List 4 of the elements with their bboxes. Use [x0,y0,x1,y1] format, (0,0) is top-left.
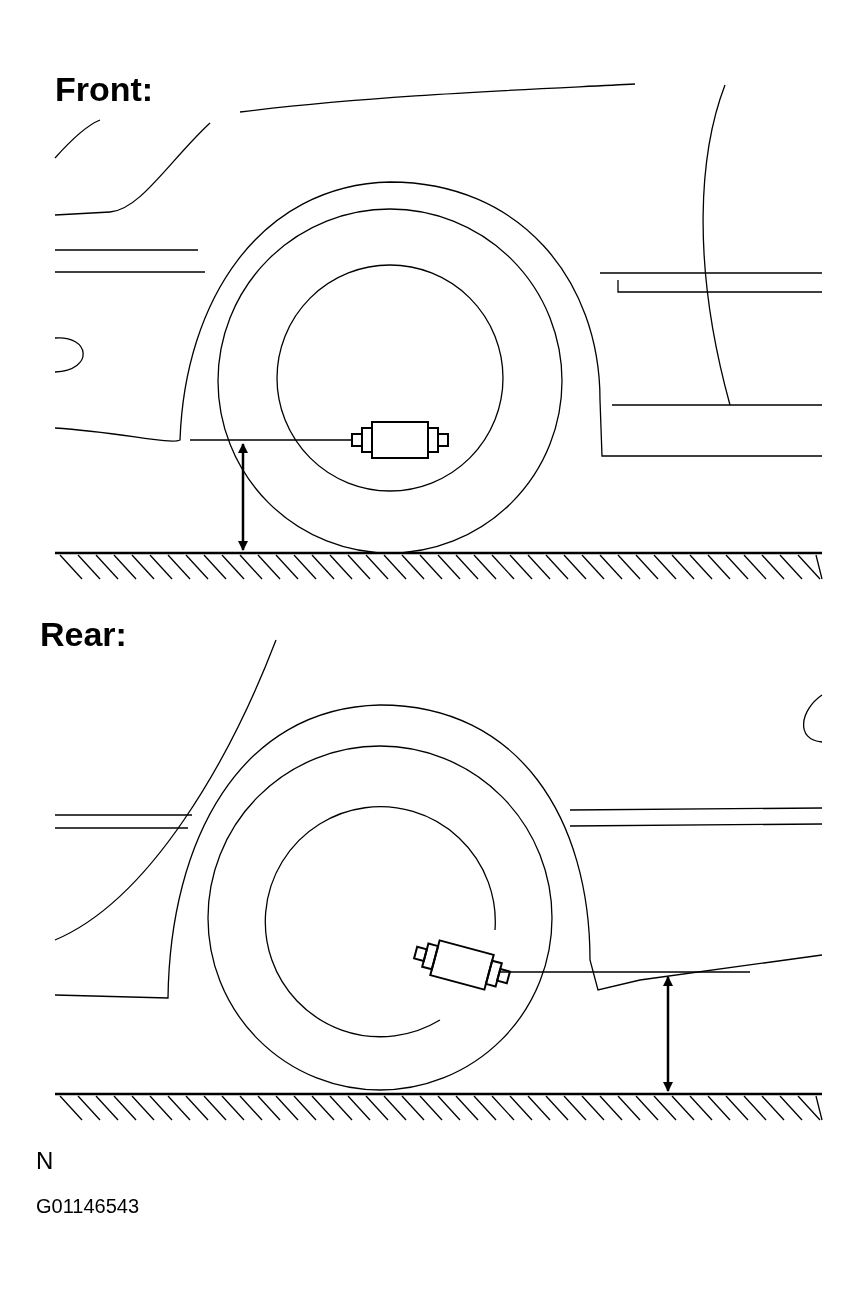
section-heading: Rear: [40,615,127,654]
figure-code: G01146543 [36,1195,140,1218]
section-heading: Front: [55,70,154,109]
view-mark: N [36,1147,54,1175]
